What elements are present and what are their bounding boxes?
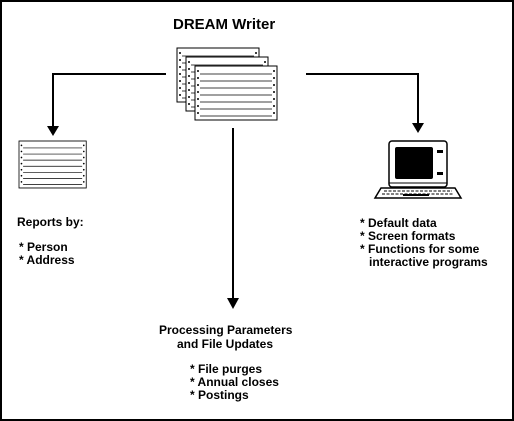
list-item: * Functions for some bbox=[360, 242, 480, 256]
processing-heading-line2: and File Updates bbox=[177, 337, 274, 351]
computer-terminal-icon bbox=[373, 140, 463, 199]
list-item: * Default data bbox=[360, 216, 437, 230]
interactive-list: * Default data * Screen formats * Functi… bbox=[360, 217, 488, 269]
stacked-forms-icon bbox=[176, 47, 278, 121]
arrow-to-terminal bbox=[306, 73, 424, 133]
list-item: * Address bbox=[19, 253, 75, 267]
report-form-icon bbox=[18, 140, 87, 189]
list-item: * File purges bbox=[190, 362, 263, 376]
reports-heading: Reports by: bbox=[17, 215, 84, 229]
arrow-to-processing bbox=[227, 128, 239, 309]
list-item: * Postings bbox=[190, 388, 249, 402]
list-item: * Annual closes bbox=[190, 375, 279, 389]
list-item: * Screen formats bbox=[360, 229, 456, 243]
reports-list: * Person * Address bbox=[19, 241, 75, 267]
list-item: interactive programs bbox=[369, 255, 488, 269]
list-item: * Person bbox=[19, 240, 68, 254]
processing-list: * File purges * Annual closes * Postings bbox=[190, 363, 279, 402]
arrow-to-reports bbox=[47, 73, 166, 136]
diagram-title: DREAM Writer bbox=[173, 16, 276, 33]
processing-heading-line1: Processing Parameters bbox=[159, 323, 293, 337]
